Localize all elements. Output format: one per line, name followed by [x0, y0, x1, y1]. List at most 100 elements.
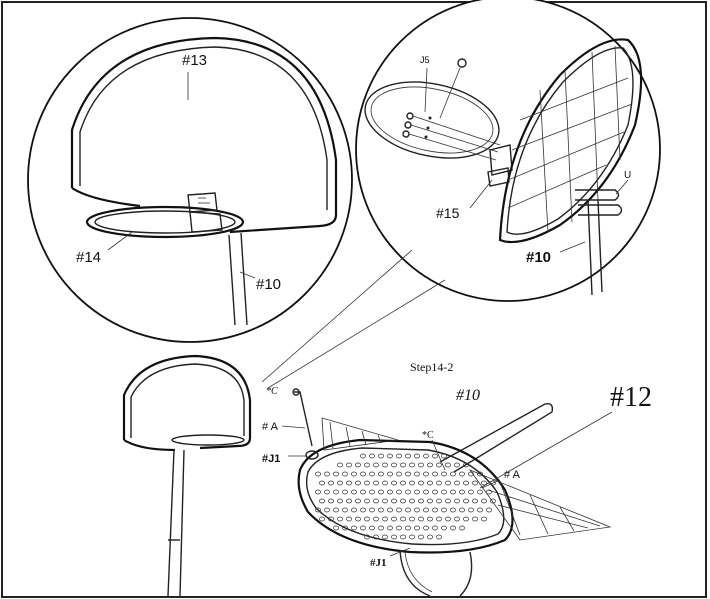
perforation-hole	[396, 525, 402, 531]
perforation-hole	[414, 489, 420, 495]
perforation-hole	[432, 489, 438, 495]
perforation-hole	[328, 480, 334, 486]
hardware-right	[389, 439, 501, 557]
perforation-hole	[445, 480, 451, 486]
label-j1-left: #J1	[262, 453, 280, 465]
bracket-15	[487, 144, 513, 187]
perforation-hole	[423, 471, 429, 477]
perforation-hole	[400, 534, 406, 540]
perforation-hole	[427, 516, 433, 522]
perforation-hole	[459, 507, 465, 513]
perforation-hole	[450, 489, 456, 495]
perforation-hole	[459, 525, 465, 531]
perforation-hole	[382, 480, 388, 486]
perforation-hole	[423, 489, 429, 495]
rim-base-plate	[297, 438, 514, 554]
perforation-hole	[351, 471, 357, 477]
pole-section	[228, 232, 248, 326]
perforation-hole	[414, 507, 420, 513]
perforation-hole	[445, 498, 451, 504]
detail-circle-left: #13 #14 #10	[27, 17, 353, 343]
leader-o	[439, 67, 461, 119]
perforation-hole	[409, 480, 415, 486]
detail-circle-right: J5 #15 U #10	[355, 0, 661, 302]
perforation-hole	[378, 525, 384, 531]
perforation-hole	[490, 480, 496, 486]
perforation-hole	[333, 489, 339, 495]
perforation-hole	[405, 453, 411, 459]
perforation-hole	[400, 516, 406, 522]
perforation-hole	[441, 507, 447, 513]
perforation-hole	[468, 507, 474, 513]
perforation-hole	[418, 462, 424, 468]
perforation-hole	[391, 534, 397, 540]
perforation-hole	[387, 507, 393, 513]
perforation-hole	[364, 462, 370, 468]
perforation-hole	[373, 516, 379, 522]
perforation-hole	[405, 525, 411, 531]
perforation-hole	[369, 471, 375, 477]
step-label: Step14-2	[410, 360, 453, 374]
perforation-hole	[405, 507, 411, 513]
perforation-hole	[414, 453, 420, 459]
perforation-hole	[369, 507, 375, 513]
perforation-hole	[477, 471, 483, 477]
leader-u	[615, 179, 629, 195]
perforation-hole	[342, 489, 348, 495]
perforation-hole	[346, 498, 352, 504]
perforation-hole	[423, 453, 429, 459]
perforation-hole	[342, 525, 348, 531]
perforation-hole	[409, 516, 415, 522]
perforation-hole	[364, 480, 370, 486]
perforation-hole	[369, 525, 375, 531]
perforation-hole	[441, 471, 447, 477]
perforation-hole	[328, 498, 334, 504]
perforation-hole	[454, 498, 460, 504]
label-main-10: #10	[456, 387, 480, 404]
perforation-hole	[378, 489, 384, 495]
label-main-12: #12	[610, 382, 652, 413]
backboard-outline	[70, 36, 338, 234]
perforation-hole	[432, 471, 438, 477]
perforation-hole	[481, 516, 487, 522]
perforation-hole	[472, 498, 478, 504]
perforation-hole	[423, 525, 429, 531]
perforation-hole	[315, 471, 321, 477]
perforation-hole	[333, 525, 339, 531]
perforation-hole	[409, 534, 415, 540]
perforation-hole	[445, 462, 451, 468]
perforation-hole	[450, 507, 456, 513]
perforation-hole	[387, 525, 393, 531]
perforation-hole	[355, 480, 361, 486]
perforation-hole	[337, 480, 343, 486]
leader-j5	[424, 67, 428, 113]
perforation-hole	[382, 516, 388, 522]
perforation-hole	[378, 471, 384, 477]
perforation-hole	[360, 453, 366, 459]
perforation-hole	[337, 516, 343, 522]
perforation-hole	[324, 507, 330, 513]
leader-12	[479, 411, 613, 489]
leader-14	[107, 231, 133, 251]
perforation-hole	[454, 516, 460, 522]
rim-ring	[85, 205, 245, 239]
perforation-hole	[436, 462, 442, 468]
perforation-hole	[490, 498, 496, 504]
label-10-right: #10	[526, 249, 551, 266]
perforation-hole	[432, 525, 438, 531]
perforation-hole	[436, 480, 442, 486]
perforation-hole	[391, 516, 397, 522]
perforation-hole	[450, 525, 456, 531]
perforation-hole	[342, 471, 348, 477]
perforation-hole	[391, 462, 397, 468]
perforation-hole	[315, 507, 321, 513]
perforation-hole	[396, 507, 402, 513]
perforation-hole	[463, 498, 469, 504]
perforation-hole	[373, 462, 379, 468]
perforation-hole	[351, 507, 357, 513]
perforation-hole	[463, 516, 469, 522]
perforation-hole	[418, 516, 424, 522]
perforation-hole	[324, 489, 330, 495]
label-14: #14	[76, 249, 101, 266]
perforation-hole	[436, 516, 442, 522]
